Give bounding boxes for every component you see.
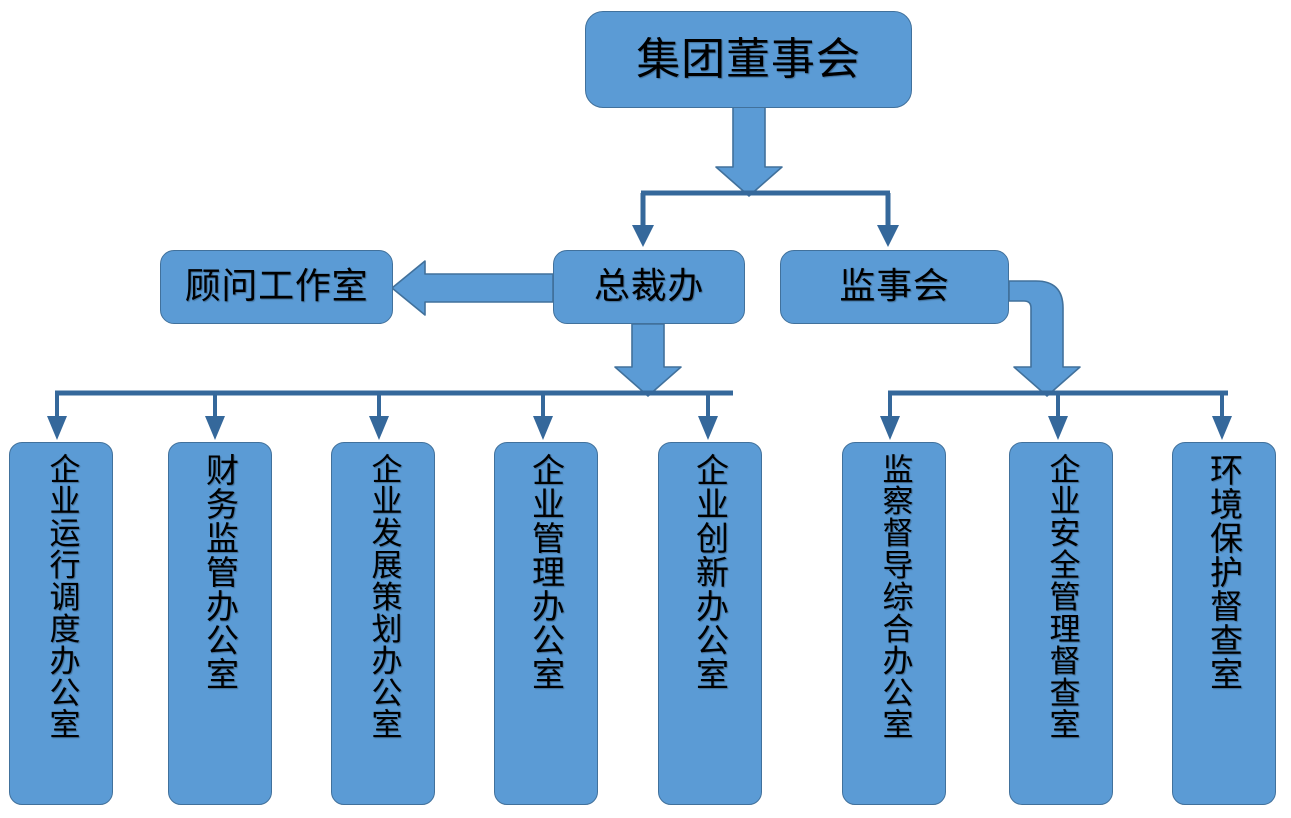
node-label-advisor-studio: 顾问工作室 xyxy=(184,266,369,308)
node-operations-dispatch-office[interactable]: 企业运行调度办公室 xyxy=(9,442,113,805)
node-finance-supervision-office[interactable]: 财务监管办公室 xyxy=(168,442,272,805)
node-label-president-office: 总裁办 xyxy=(593,266,705,308)
connector-president-to-advisor xyxy=(391,260,554,316)
node-enterprise-management-office[interactable]: 企业管理办公室 xyxy=(494,442,598,805)
node-president-office[interactable]: 总裁办 xyxy=(553,250,745,324)
node-inspection-supervision-office[interactable]: 监察督导综合办公室 xyxy=(842,442,946,805)
node-label-finance-supervision-office: 财务监管办公室 xyxy=(200,453,240,691)
connector-level2-bus xyxy=(632,190,899,247)
node-label-development-planning-office: 企业发展策划办公室 xyxy=(365,453,402,741)
node-label-supervisory-board: 监事会 xyxy=(839,266,950,308)
node-label-enterprise-innovation-office: 企业创新办公室 xyxy=(690,453,730,691)
connector-supervisory-to-right-bus xyxy=(1008,280,1081,397)
connector-left-bus xyxy=(47,390,733,440)
node-label-enterprise-management-office: 企业管理办公室 xyxy=(526,453,566,691)
node-supervisory-board[interactable]: 监事会 xyxy=(780,250,1009,324)
node-label-inspection-supervision-office: 监察督导综合办公室 xyxy=(876,453,913,741)
node-group-board[interactable]: 集团董事会 xyxy=(585,11,912,108)
node-advisor-studio[interactable]: 顾问工作室 xyxy=(160,250,393,324)
node-safety-management-inspection-office[interactable]: 企业安全管理督查室 xyxy=(1009,442,1113,805)
connector-board-to-bus xyxy=(715,106,783,197)
node-enterprise-innovation-office[interactable]: 企业创新办公室 xyxy=(658,442,762,805)
node-label-operations-dispatch-office: 企业运行调度办公室 xyxy=(43,453,80,741)
node-environmental-protection-inspection-office[interactable]: 环境保护督查室 xyxy=(1172,442,1276,805)
node-development-planning-office[interactable]: 企业发展策划办公室 xyxy=(331,442,435,805)
connector-president-to-left-bus xyxy=(614,323,682,397)
node-label-safety-management-inspection-office: 企业安全管理督查室 xyxy=(1043,453,1080,741)
node-label-board: 集团董事会 xyxy=(636,33,861,85)
connector-right-bus xyxy=(880,390,1232,440)
node-label-environmental-protection-inspection-office: 环境保护督查室 xyxy=(1204,453,1244,691)
